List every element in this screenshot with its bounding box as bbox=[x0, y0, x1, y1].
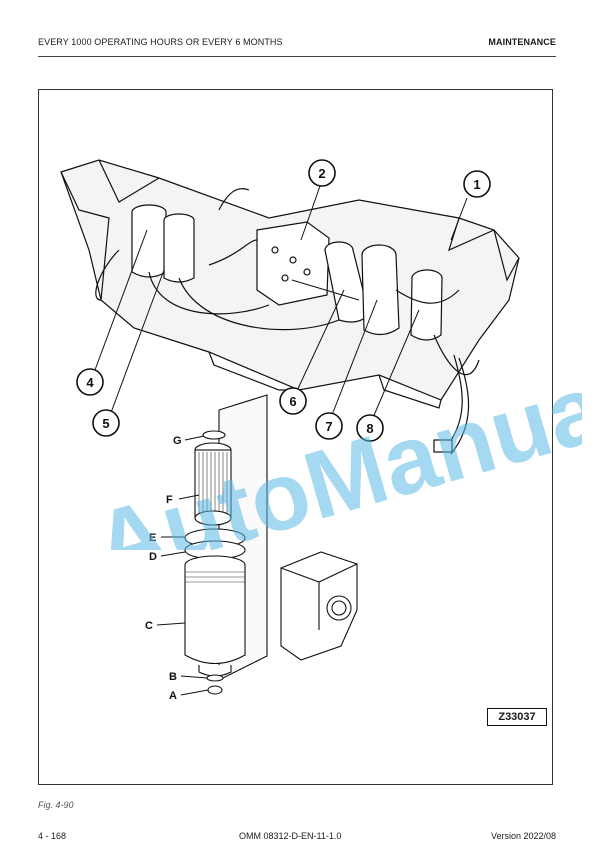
hydraulic-filter-illustration: 1 2 4 5 6 7 8 bbox=[60, 159, 520, 702]
svg-text:4: 4 bbox=[86, 375, 94, 390]
callout-7: 7 bbox=[315, 412, 343, 440]
callout-1: 1 bbox=[463, 170, 491, 198]
part-label-g: G bbox=[173, 435, 182, 447]
document-version: Version 2022/08 bbox=[490, 831, 556, 841]
svg-text:2: 2 bbox=[318, 166, 325, 181]
header-chapter-title: MAINTENANCE bbox=[488, 37, 556, 47]
svg-text:5: 5 bbox=[102, 416, 109, 431]
header-section-title: EVERY 1000 OPERATING HOURS OR EVERY 6 MO… bbox=[38, 37, 283, 47]
document-code: OMM 08312-D-EN-11-1.0 bbox=[239, 831, 342, 841]
callout-leaders bbox=[91, 185, 468, 421]
svg-text:6: 6 bbox=[289, 394, 296, 409]
chassis-drawing bbox=[60, 159, 520, 455]
svg-text:7: 7 bbox=[325, 419, 332, 434]
figure-code-label: Z33037 bbox=[487, 708, 547, 726]
header-divider bbox=[38, 56, 556, 57]
callout-2: 2 bbox=[308, 159, 336, 187]
part-label-c: C bbox=[145, 620, 153, 632]
callout-4: 4 bbox=[76, 368, 104, 396]
svg-text:1: 1 bbox=[473, 177, 480, 192]
svg-text:8: 8 bbox=[366, 421, 373, 436]
page-number: 4 - 168 bbox=[38, 831, 67, 841]
callout-5: 5 bbox=[92, 409, 120, 437]
part-label-d: D bbox=[149, 551, 157, 563]
figure-caption: Fig. 4-90 bbox=[38, 800, 74, 810]
part-label-a: A bbox=[169, 690, 177, 702]
callout-8: 8 bbox=[356, 414, 384, 442]
part-label-b: B bbox=[169, 671, 177, 683]
part-label-e: E bbox=[149, 532, 156, 544]
filter-exploded-view bbox=[184, 394, 358, 695]
part-leaders bbox=[156, 435, 209, 696]
figure-frame: 1 2 4 5 6 7 8 bbox=[38, 89, 553, 785]
callout-6: 6 bbox=[279, 387, 307, 415]
part-label-f: F bbox=[166, 494, 173, 506]
